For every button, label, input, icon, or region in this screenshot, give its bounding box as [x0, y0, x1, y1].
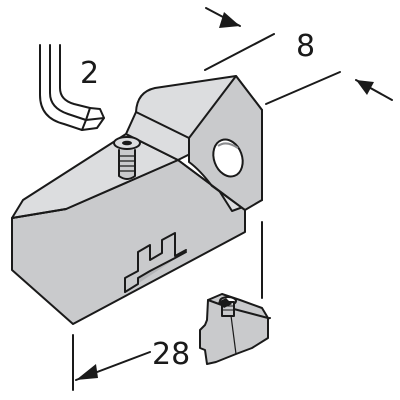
- arrow-head-icon: [219, 12, 240, 28]
- set-screw-icon: [113, 136, 141, 180]
- t-slot-icon: [124, 232, 187, 293]
- mounting-hole-icon: [212, 138, 244, 178]
- arrow-head-icon: [356, 80, 374, 95]
- width-dimension: [204, 7, 393, 105]
- length-dimension-label: 28: [152, 337, 190, 372]
- bracket-body: [11, 75, 263, 325]
- arrow-head-icon: [76, 364, 98, 380]
- slot-nut-icon: [199, 293, 269, 365]
- width-dimension-label: 8: [296, 29, 315, 64]
- hex-key-size-label: 2: [80, 56, 99, 91]
- hex-key-icon: [39, 44, 105, 131]
